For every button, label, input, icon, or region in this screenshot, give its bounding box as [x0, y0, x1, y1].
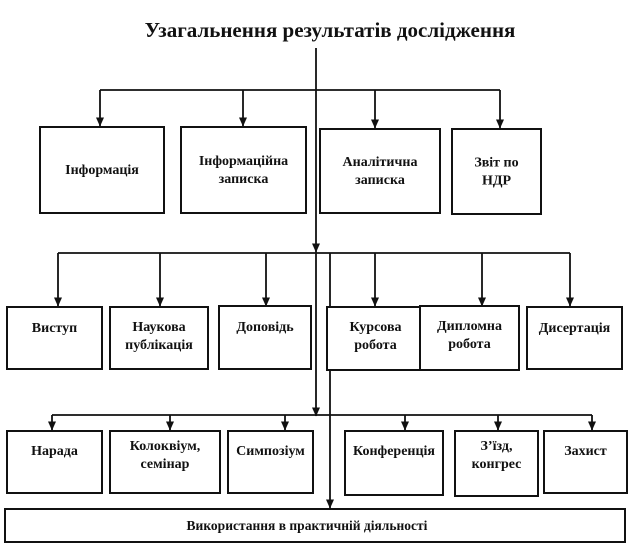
box-label: Звіт по [474, 156, 518, 171]
box-frame [344, 430, 444, 496]
box-frame [218, 305, 312, 370]
box-нарада: Нарада [6, 430, 103, 494]
box-frame [6, 306, 103, 370]
box-frame [454, 430, 539, 497]
box-label: Виступ [32, 321, 77, 336]
box-label: Дисертація [539, 321, 611, 336]
box-frame [109, 306, 209, 370]
box-label: Симпозіум [236, 444, 305, 459]
box-наукова-публікація: Наукова публікація [109, 306, 209, 370]
diagram-title: Узагальнення результатів дослідження [145, 18, 516, 42]
box-label: Інформація [65, 163, 139, 178]
box-frame [109, 430, 221, 494]
box-label: публікація [125, 338, 193, 353]
box-label: Інформаційна [199, 154, 288, 169]
footer-box: Використання в практичній діяльності [4, 508, 626, 543]
box-label: Курсова [349, 320, 401, 335]
box-label: Колоквіум, [130, 439, 201, 454]
box-симпозіум: Симпозіум [227, 430, 314, 494]
box-виступ: Виступ [6, 306, 103, 370]
connector-lines [48, 48, 596, 509]
box-label: записка [355, 173, 405, 188]
box-label: Наукова [132, 320, 185, 335]
box-frame [39, 126, 165, 214]
box-frame [326, 306, 425, 371]
box-label: записка [219, 172, 269, 187]
box-frame [419, 305, 520, 371]
box-конференція: Конференція [344, 430, 444, 496]
box-label: семінар [141, 457, 190, 472]
box-label: Аналітична [343, 155, 418, 170]
box-label: Конференція [353, 444, 435, 459]
box-звіт-по-ндр: Звіт по НДР [451, 128, 542, 215]
box-доповідь: Доповідь [218, 305, 312, 370]
box-label: робота [448, 337, 490, 352]
box-аналітична-записка: Аналітична записка [319, 128, 441, 214]
box-frame [451, 128, 542, 215]
box-frame [6, 430, 103, 494]
box-frame [543, 430, 628, 494]
box-дипломна-робота: Дипломна робота [419, 305, 520, 371]
box-інформаційна-записка: Інформаційна записка [180, 126, 307, 214]
box-зїзд-конгрес: З’їзд, конгрес [454, 430, 539, 497]
box-label: конгрес [472, 457, 522, 472]
box-label: Нарада [31, 444, 78, 459]
box-label: НДР [482, 174, 512, 189]
box-frame [180, 126, 307, 214]
diagram-boxes: Інформація Інформаційна записка Аналітична з… [4, 126, 628, 543]
box-label: робота [354, 338, 396, 353]
box-label: Доповідь [236, 320, 294, 335]
box-frame [319, 128, 441, 214]
box-label: З’їзд, [481, 439, 513, 454]
box-frame [526, 306, 623, 370]
box-курсова-робота: Курсова робота [326, 306, 425, 371]
box-колоквіум-семінар: Колоквіум, семінар [109, 430, 221, 494]
footer-label: Використання в практичній діяльності [187, 518, 428, 533]
box-frame [227, 430, 314, 494]
box-label: Дипломна [437, 319, 502, 334]
footer-frame [4, 508, 626, 543]
box-захист: Захист [543, 430, 628, 494]
box-дисертація: Дисертація [526, 306, 623, 370]
box-label: Захист [564, 444, 607, 459]
box-інформація: Інформація [39, 126, 165, 214]
